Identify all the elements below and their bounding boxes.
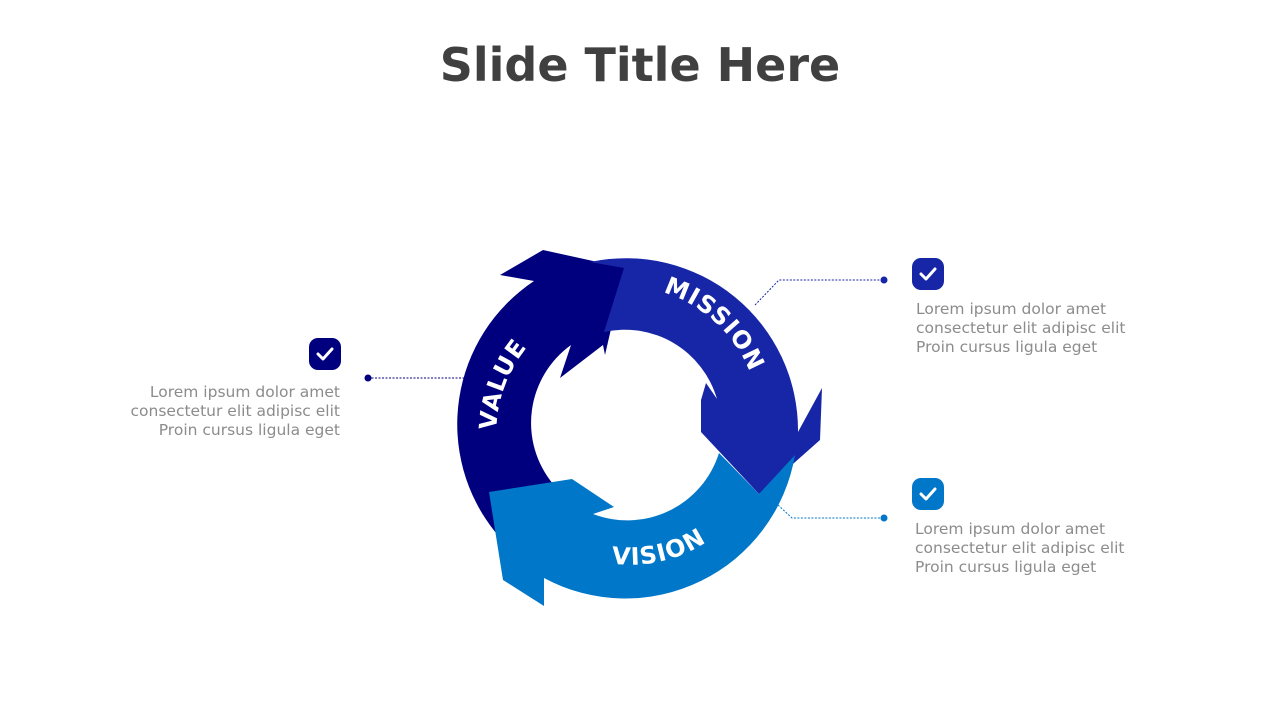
- description-line: consectetur elit adipisc elit: [915, 539, 1125, 558]
- description-line: consectetur elit adipisc elit: [916, 319, 1126, 338]
- vision-description: Lorem ipsum dolor amet consectetur elit …: [915, 520, 1145, 578]
- mission-check-badge: [912, 258, 944, 290]
- mission-description: Lorem ipsum dolor amet consectetur elit …: [916, 300, 1146, 358]
- connector-vision: [777, 504, 888, 522]
- description-line: Proin cursus ligula eget: [916, 338, 1098, 357]
- vision-arrow: [489, 453, 795, 606]
- connector-mission: [754, 276, 888, 306]
- vision-check-badge: [912, 478, 944, 510]
- value-arrow: [457, 250, 625, 533]
- description-line: Proin cursus ligula eget: [915, 558, 1097, 577]
- check-icon: [316, 347, 334, 361]
- description-line: Lorem ipsum dolor amet: [149, 383, 340, 401]
- description-line: Lorem ipsum dolor amet: [915, 520, 1106, 538]
- description-line: Proin cursus ligula eget: [158, 421, 340, 440]
- connector-dot: [364, 374, 372, 382]
- description-line: consectetur elit adipisc elit: [130, 402, 340, 421]
- value-check-badge: [309, 338, 341, 370]
- connector-value: [364, 374, 464, 382]
- mission-arrow: [590, 258, 822, 494]
- connector-dot: [880, 276, 888, 284]
- value-description: Lorem ipsum dolor amet consectetur elit …: [110, 383, 340, 441]
- connector-dot: [880, 514, 888, 522]
- check-icon: [919, 487, 937, 501]
- slide-title: Slide Title Here: [439, 38, 841, 92]
- check-icon: [919, 267, 937, 281]
- description-line: Lorem ipsum dolor amet: [916, 300, 1107, 318]
